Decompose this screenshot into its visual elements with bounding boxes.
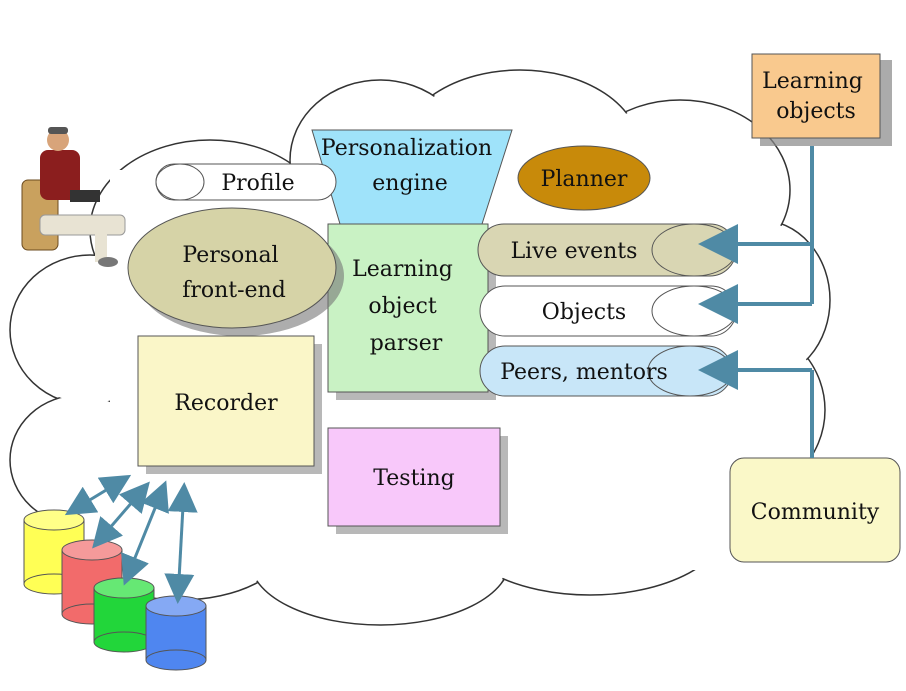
recorder-label: Recorder	[174, 391, 278, 416]
learning-object-parser-label: Learning object parser	[352, 257, 460, 356]
community-label: Community	[751, 500, 880, 525]
community-connector	[698, 350, 814, 458]
learning-objects-connectors	[698, 146, 814, 324]
objects-label: Objects	[542, 300, 626, 325]
learning-objects-label: Learning objects	[762, 69, 870, 124]
learning-objects-box	[751, 53, 892, 146]
recorder-box	[137, 335, 322, 474]
database-arrows	[64, 474, 198, 604]
live-events-label: Live events	[511, 239, 638, 264]
peers-mentors-label: Peers, mentors	[500, 360, 668, 385]
database-blue-icon	[145, 595, 207, 671]
community-box	[729, 457, 901, 563]
personalization-engine-label: Personalization engine	[321, 136, 499, 196]
personal-front-end-ellipse	[127, 207, 344, 336]
planner-shape	[517, 145, 651, 211]
planner-label: Planner	[541, 167, 628, 192]
database-green-icon	[93, 577, 155, 653]
profile-pill	[155, 163, 337, 201]
testing-label: Testing	[373, 466, 454, 491]
personal-front-end-label: Personal front-end	[182, 243, 286, 303]
testing-box	[327, 427, 508, 534]
profile-label: Profile	[221, 171, 294, 196]
learning-object-parser-box	[327, 223, 496, 400]
person-reading-icon	[21, 127, 126, 267]
